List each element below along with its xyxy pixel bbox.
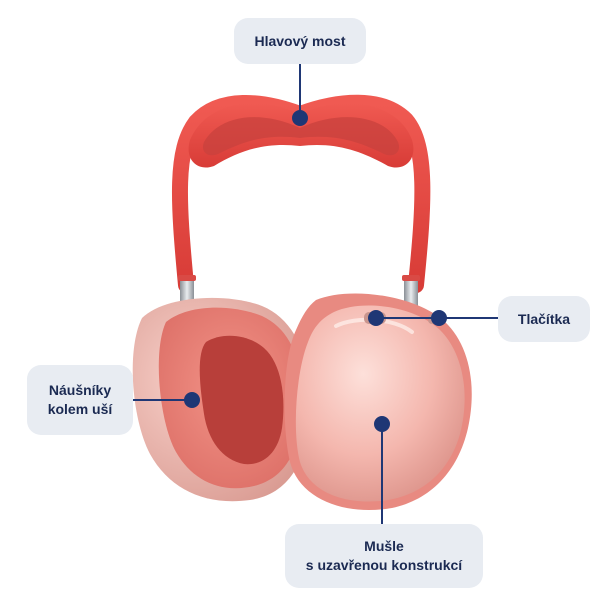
left-ear-cup	[132, 297, 311, 502]
buttons-label-text: Tlačítka	[517, 310, 571, 327]
ear-cups-label: Mušle s uzavřenou konstrukcí	[285, 524, 483, 588]
headband-label-text: Hlavový most	[254, 32, 346, 49]
ear-cups-label-line1: Mušle	[364, 538, 404, 555]
right-ear-cup	[284, 293, 472, 511]
pointer-dot-cups	[374, 416, 390, 432]
pointer-dot-headband	[292, 110, 308, 126]
pointer-dot-cushions	[184, 392, 200, 408]
left-ear-cushion-inner	[199, 335, 284, 465]
right-ear-shell	[295, 305, 465, 502]
headband-label: Hlavový most	[234, 18, 366, 64]
ear-cushions-label: Náušníky kolem uší	[27, 365, 133, 435]
headband	[171, 94, 431, 293]
ear-cushions-label-line2: kolem uší	[47, 401, 113, 417]
pointer-dot-crown	[368, 310, 384, 326]
buttons-label: Tlačítka	[498, 296, 590, 342]
callout-pointers	[133, 64, 498, 524]
headband-mesh	[202, 117, 400, 156]
pointer-dot-button	[431, 310, 447, 326]
ear-cushions-label-line1: Náušníky	[48, 382, 112, 399]
ear-cups-label-line2: s uzavřenou konstrukcí	[305, 557, 463, 573]
